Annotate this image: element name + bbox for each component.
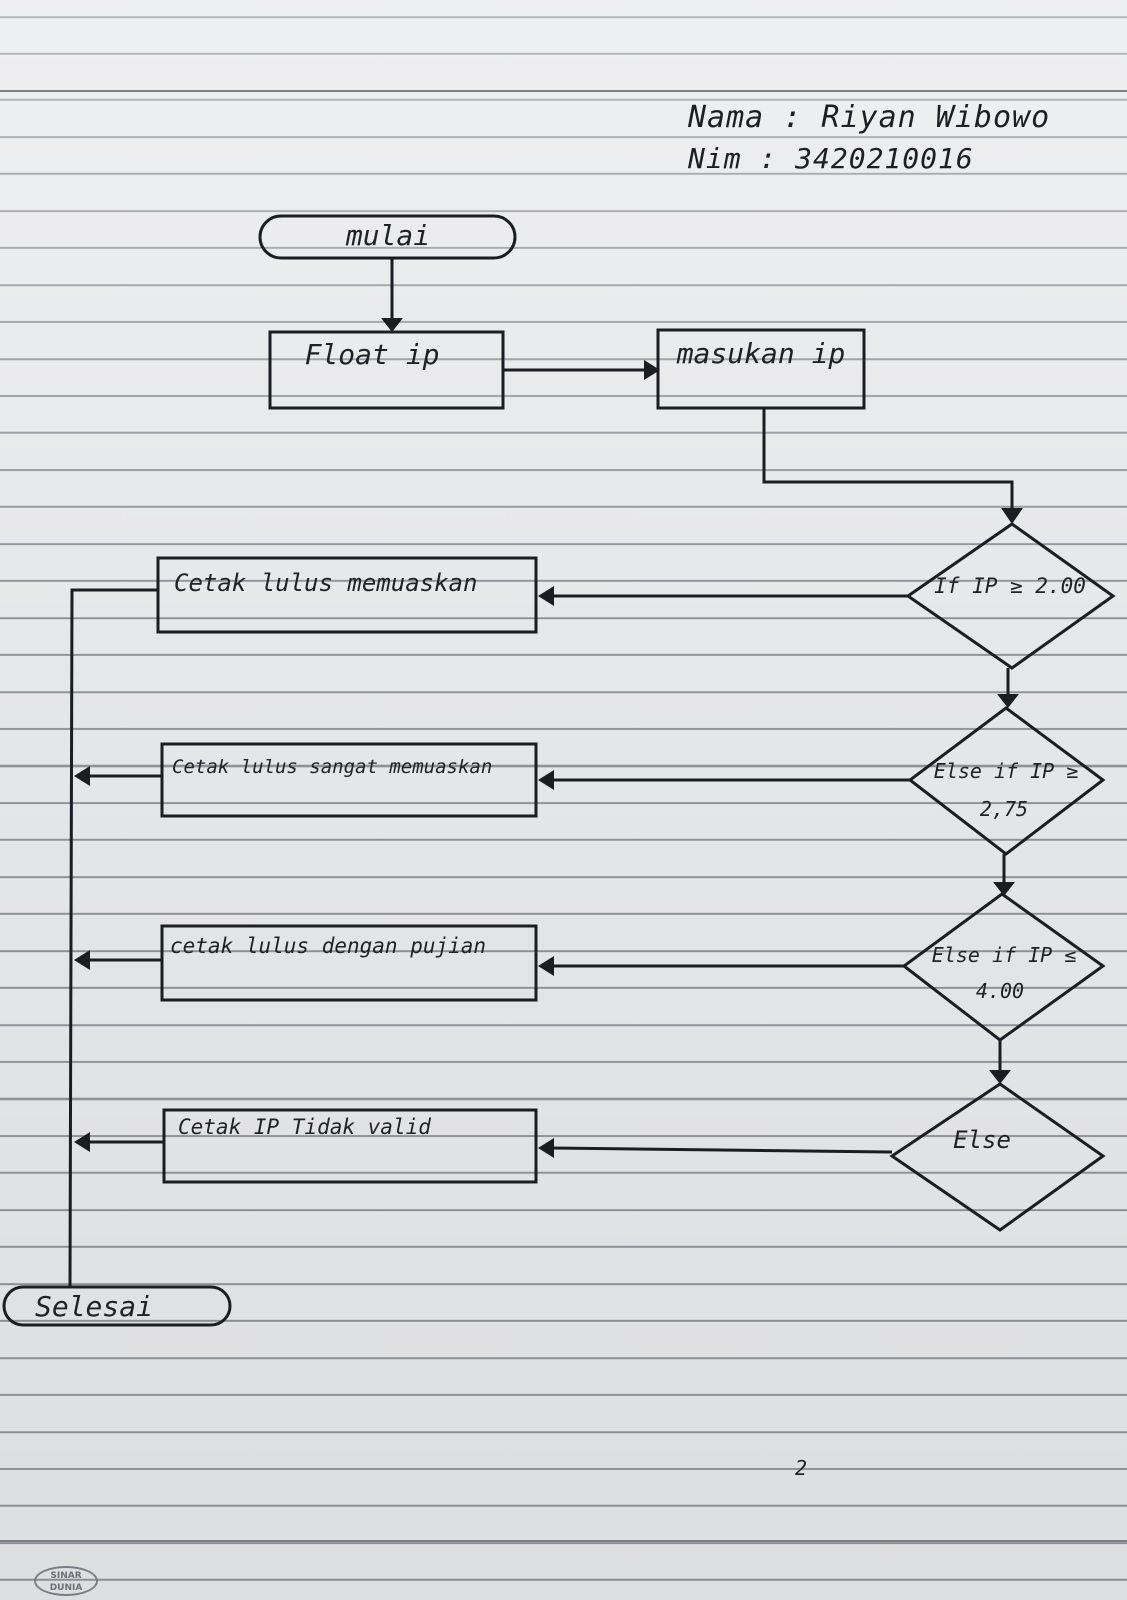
student-name: Nama : Riyan Wibowo: [688, 100, 1051, 135]
output-3-label: cetak lulus dengan pujian: [170, 934, 486, 958]
output-4-label: Cetak IP Tidak valid: [178, 1115, 431, 1139]
output-box-sangat-memuaskan: [160, 742, 538, 818]
output-box-pujian: [160, 924, 538, 1002]
arrowhead: [538, 1138, 554, 1158]
decision-3-label-line2: 4.00: [976, 979, 1024, 1003]
logo-line-2: DUNIA: [49, 1583, 83, 1593]
bottom-margin-rule: [0, 1540, 1127, 1542]
decision-4-label: Else: [953, 1126, 1011, 1154]
logo-line-1: SINAR: [50, 1571, 82, 1581]
decision-else: [889, 1082, 1106, 1232]
connector-d4-output: [551, 1146, 893, 1154]
top-margin-rule: [0, 90, 1127, 92]
output-1-label: Cetak lulus memuaskan: [174, 569, 477, 597]
decision-1-label: If IP ≥ 2.00: [934, 574, 1086, 598]
page-number-mark: 2: [795, 1456, 807, 1480]
arrowhead: [538, 770, 554, 790]
sinar-dunia-logo: SINAR DUNIA: [34, 1566, 98, 1596]
arrowhead: [381, 318, 403, 332]
arrowhead: [644, 360, 660, 380]
input-label: masukan ip: [676, 337, 846, 370]
decision-ip-2-75: [907, 706, 1106, 856]
student-nim: Nim : 3420210016: [688, 142, 974, 175]
arrowhead: [74, 766, 90, 786]
decision-3-label-line1: Else if IP ≤: [932, 943, 1077, 967]
decision-ip-4-00: [901, 892, 1106, 1042]
output-2-label: Cetak lulus sangat memuaskan: [172, 756, 492, 778]
decision-ip-2-00: [905, 522, 1116, 670]
arrowhead: [997, 694, 1019, 708]
start-label: mulai: [345, 219, 430, 252]
arrowhead: [74, 950, 90, 970]
input-box: [656, 328, 866, 410]
connector-input-decision: [762, 408, 1014, 510]
decision-2-label-line1: Else if IP ≥: [934, 759, 1079, 783]
decision-2-label-line2: 2,75: [980, 797, 1028, 821]
declare-label: Float ip: [305, 338, 440, 371]
arrowhead: [538, 586, 554, 606]
arrowhead: [989, 1070, 1011, 1084]
start-terminator: [258, 214, 517, 260]
arrowhead: [993, 882, 1015, 896]
arrowhead: [1001, 508, 1023, 524]
end-terminator: [2, 1285, 232, 1327]
collector-line: [68, 588, 158, 1287]
output-box-tidak-valid: [162, 1108, 538, 1184]
arrowhead: [538, 956, 554, 976]
output-box-memuaskan: [156, 556, 538, 634]
arrowhead: [74, 1132, 90, 1152]
end-label: Selesai: [35, 1290, 153, 1323]
